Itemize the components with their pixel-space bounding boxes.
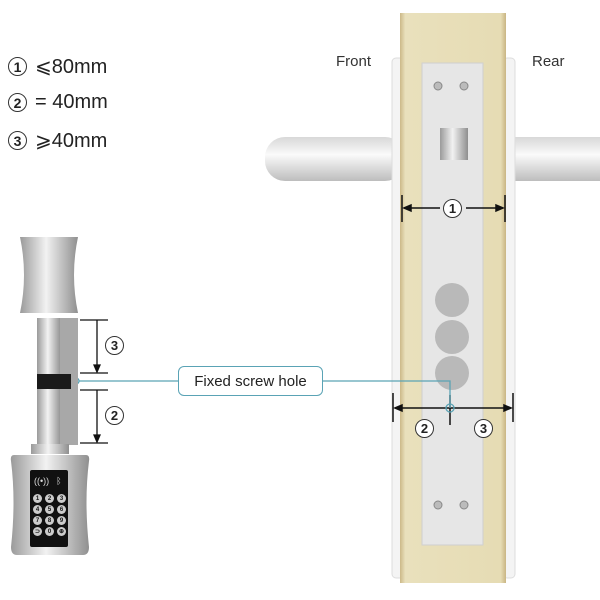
legend-number: 1	[8, 57, 27, 76]
cam	[37, 374, 71, 389]
keypad-key: 6	[57, 505, 66, 514]
collar	[31, 444, 69, 454]
dimension-3-label: 3	[474, 419, 493, 438]
front-handle	[265, 137, 405, 181]
dimension-1-label: 1	[443, 199, 462, 218]
keypad-key: ⊃	[33, 527, 42, 536]
keypad-key: 5	[45, 505, 54, 514]
cylinder-holes	[435, 283, 469, 390]
keypad-key: 8	[45, 516, 54, 525]
rear-handle	[500, 137, 600, 181]
keypad-key: 2	[45, 494, 54, 503]
keypad-key: 9	[57, 516, 66, 525]
keypad-key: 7	[33, 516, 42, 525]
thumb-knob	[20, 237, 78, 313]
cylinder-dimension-lines	[80, 319, 108, 444]
keypad-key: 0	[45, 527, 54, 536]
dimension-1-line	[401, 195, 506, 222]
keypad-key: 4	[33, 505, 42, 514]
legend-text: = 40mm	[35, 91, 108, 113]
keypad-key: 3	[57, 494, 66, 503]
keypad-keys: 1 2 3 4 5 6 7 8 9 ⊃ 0 ⊕	[33, 494, 67, 536]
dimension-2-label: 2	[415, 419, 434, 438]
legend-item-1: 1 ⩽80mm	[8, 54, 107, 79]
legend-number: 2	[8, 93, 27, 112]
legend-item-2: 2 = 40mm	[8, 91, 108, 114]
legend-text: ⩾40mm	[35, 130, 108, 152]
latch	[440, 128, 468, 160]
fixed-screw-hole-callout: Fixed screw hole	[178, 366, 323, 396]
keypad-panel: ((•)) ᛒ 1 2 3 4 5 6 7 8 9 ⊃ 0 ⊕	[30, 470, 68, 547]
faceplate-screws	[433, 81, 469, 510]
cylinder-dimension-3-label: 3	[105, 336, 124, 355]
nfc-icon: ((•))	[34, 476, 50, 486]
bluetooth-icon: ᛒ	[56, 476, 62, 486]
cylinder-shaft-top	[37, 318, 61, 374]
front-label: Front	[336, 53, 372, 70]
legend-number: 3	[8, 131, 27, 150]
cylinder-shaft-bottom	[37, 389, 61, 445]
cylinder-dimension-2-label: 2	[105, 406, 124, 425]
keypad-key: ⊕	[57, 527, 66, 536]
rear-label: Rear	[532, 53, 565, 70]
legend-item-3: 3 ⩾40mm	[8, 128, 107, 153]
keypad-key: 1	[33, 494, 42, 503]
legend-text: ⩽80mm	[35, 56, 108, 78]
